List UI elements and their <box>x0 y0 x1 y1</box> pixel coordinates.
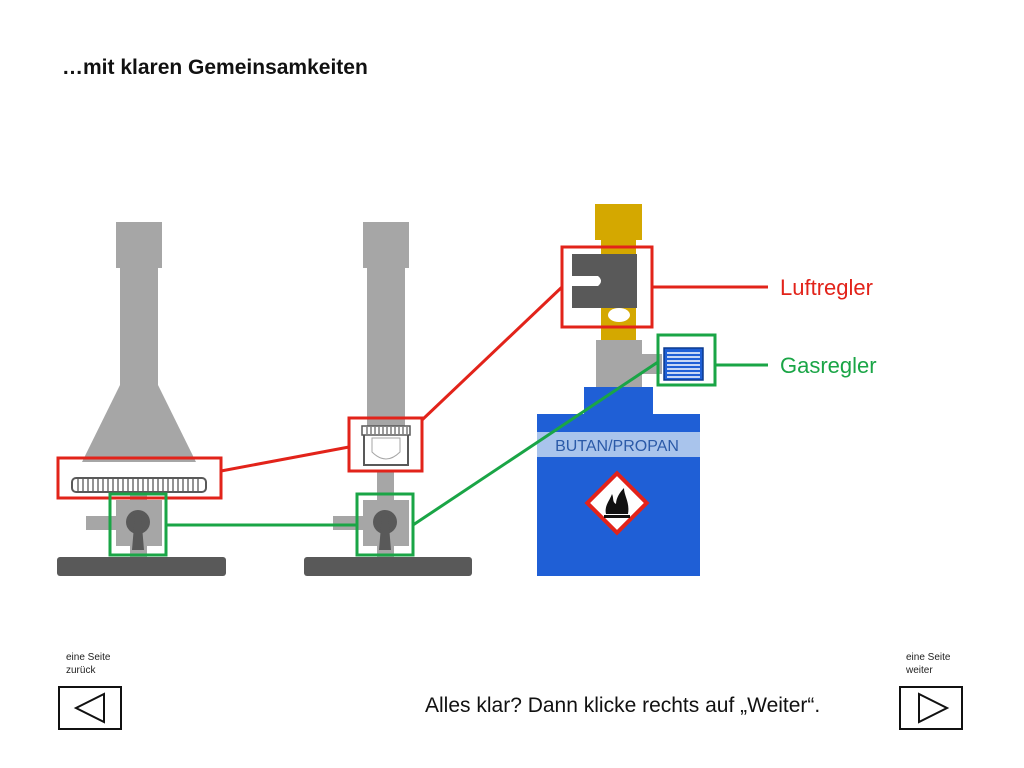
burner-teclu-top <box>116 222 162 268</box>
connector-air-2 <box>420 285 564 422</box>
burner-teclu-gas-inlet <box>86 516 120 530</box>
burner-bunsen-air-hole <box>371 437 401 460</box>
label-gas-regulator: Gasregler <box>780 353 877 378</box>
cartridge-label: BUTAN/PROPAN <box>555 438 679 455</box>
cartridge-neck <box>596 340 642 387</box>
triangle-right-icon <box>918 692 950 724</box>
cartridge-air-clamp <box>572 254 637 308</box>
next-caption-line1: eine Seite <box>906 652 951 663</box>
burner-bunsen-valve-handle <box>379 514 391 550</box>
connector-air-1 <box>220 445 350 473</box>
label-air-regulator: Luftregler <box>780 275 873 300</box>
next-caption-line2: weiter <box>906 665 933 676</box>
burner-bunsen-top <box>363 222 409 268</box>
cartridge-valve <box>584 387 653 414</box>
next-caption: eine Seite weiter <box>906 651 976 677</box>
burner-teclu-cone <box>82 385 196 462</box>
air-regulator-highlights <box>56 245 768 500</box>
burner-teclu-tube <box>120 268 158 386</box>
burner-bunsen-tube <box>367 268 405 428</box>
highlight-air-teclu <box>56 456 223 500</box>
burner-teclu-base <box>57 557 226 576</box>
burner-teclu <box>57 222 226 576</box>
gas-regulator-highlights <box>108 333 768 557</box>
burner-teclu-ring-ticks <box>77 479 199 491</box>
burner-bunsen-air-sleeve-rim <box>361 425 411 436</box>
back-caption: eine Seite zurück <box>66 651 136 677</box>
burner-bunsen-base <box>304 557 472 576</box>
cartridge-label-band <box>537 432 700 457</box>
triangle-left-icon <box>73 692 105 724</box>
burner-teclu-valve-handle <box>132 514 144 550</box>
next-button[interactable] <box>899 686 963 730</box>
connector-gas-2 <box>412 360 659 527</box>
cartridge-tube-top <box>595 204 642 240</box>
cartridge-air-opening <box>608 308 630 322</box>
back-button[interactable] <box>58 686 122 730</box>
cartridge-gas-regulator <box>663 347 704 381</box>
burner-bunsen <box>304 222 472 576</box>
back-caption-line2: zurück <box>66 665 96 676</box>
instruction-text: Alles klar? Dann klicke rechts auf „Weit… <box>425 694 821 717</box>
highlight-air-bunsen <box>347 416 424 473</box>
burner-cartridge <box>537 204 700 576</box>
flammable-hazard-icon <box>584 470 650 536</box>
highlight-gas-cartridge <box>656 333 717 387</box>
back-caption-line1: eine Seite <box>66 652 111 663</box>
burner-bunsen-gas-inlet <box>333 516 367 530</box>
page-title: …mit klaren Gemeinsamkeiten <box>62 56 368 79</box>
burner-teclu-ring <box>71 477 207 493</box>
